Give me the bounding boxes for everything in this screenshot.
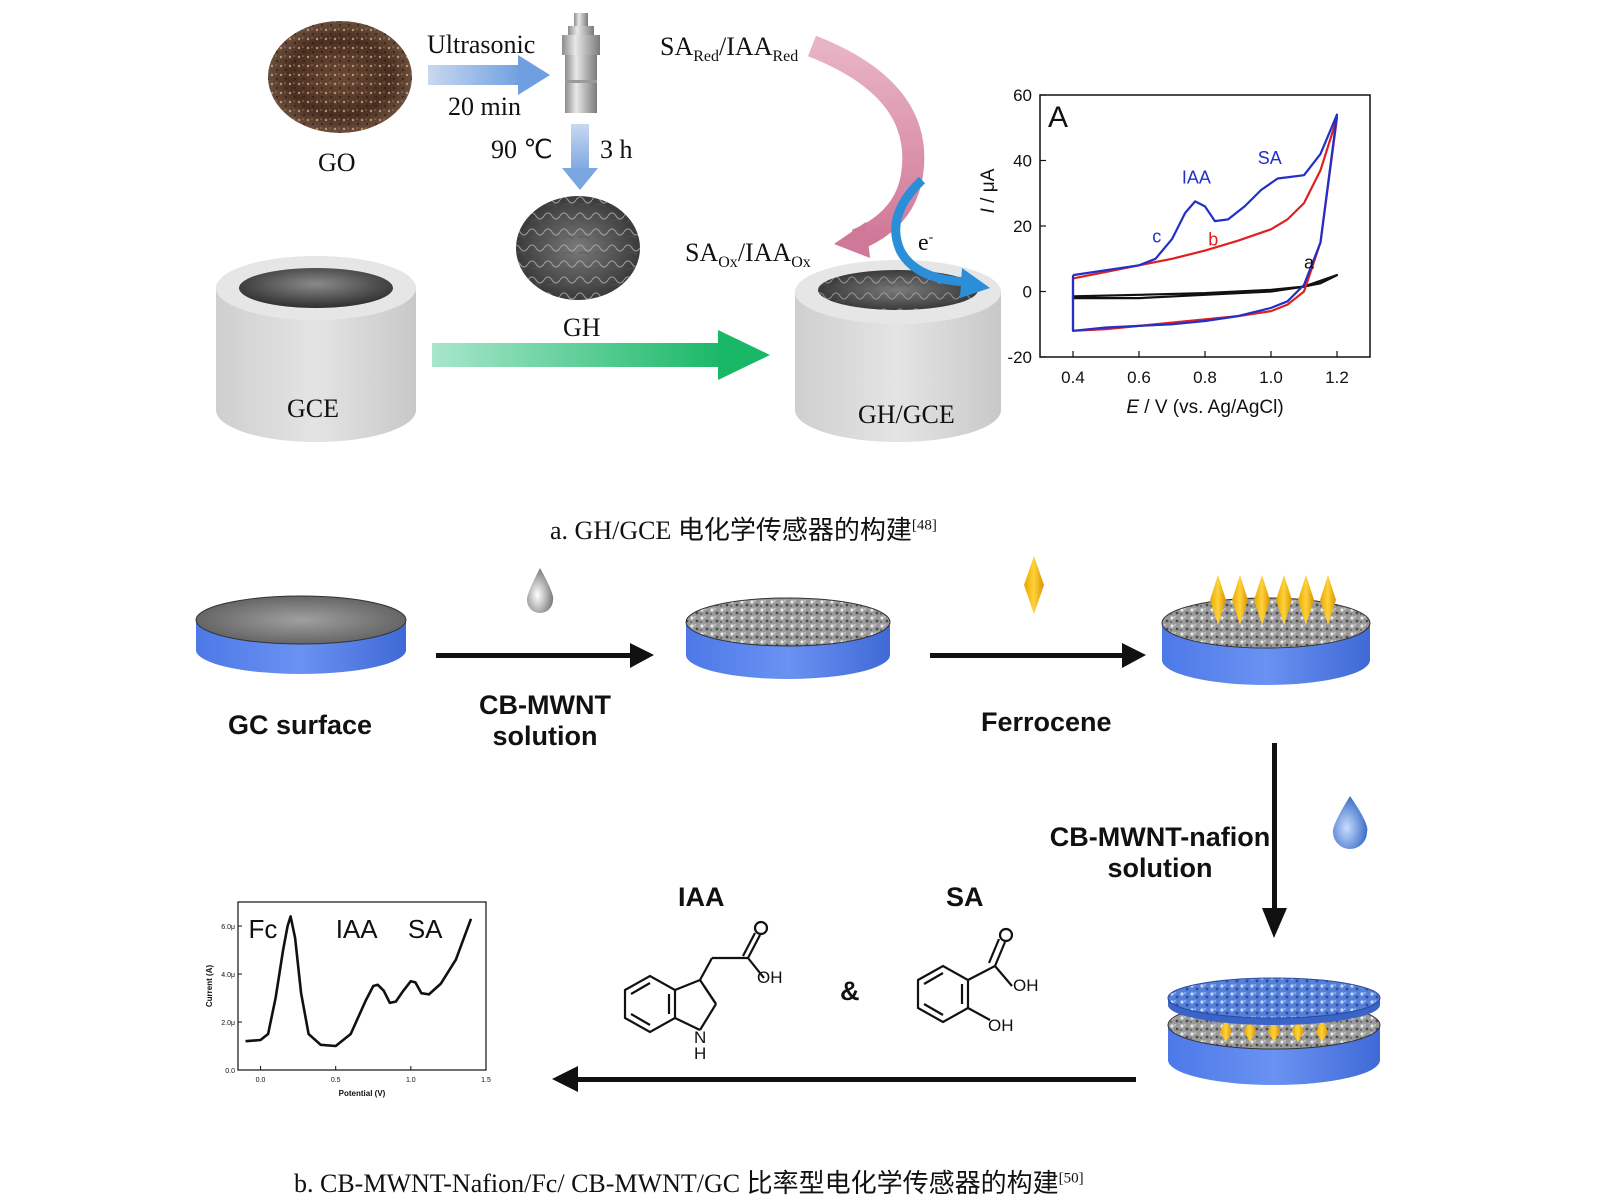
cbmwnt-coated-disc bbox=[685, 597, 891, 679]
reduced-species-label: SARed/IAARed bbox=[660, 32, 799, 66]
gce-electrode bbox=[216, 256, 416, 442]
sa-label: SA bbox=[946, 882, 984, 912]
cv-x-tick-label: 1.0 bbox=[1259, 368, 1283, 387]
cv-x-tick-label: 0.6 bbox=[1127, 368, 1151, 387]
dpv-x-tick-label: 1.0 bbox=[406, 1077, 416, 1084]
time-label: 20 min bbox=[448, 92, 521, 121]
duration-label: 3 h bbox=[600, 135, 633, 164]
dpv-iaa-annotation: IAA bbox=[336, 914, 379, 944]
cv-y-tick-label: -20 bbox=[1007, 348, 1032, 367]
dpv-y-axis-label: Current (A) bbox=[205, 965, 214, 1008]
nafion-drop-icon bbox=[1332, 796, 1368, 849]
temperature-label: 90 ℃ bbox=[491, 135, 553, 164]
dpv-x-tick-label: 0.5 bbox=[331, 1077, 341, 1084]
gh-label: GH bbox=[563, 313, 601, 342]
dpv-plot-frame bbox=[237, 901, 487, 1071]
gh-gce-label: GH/GCE bbox=[858, 400, 955, 429]
sa-carboxyl-oh-label: OH bbox=[1013, 976, 1039, 995]
autoclave-icon bbox=[562, 13, 600, 113]
cv-iaa-annotation: IAA bbox=[1182, 167, 1211, 187]
dpv-x-tick-label: 1.5 bbox=[481, 1077, 491, 1084]
cv-x-tick-label: 1.2 bbox=[1325, 368, 1349, 387]
go-label: GO bbox=[318, 148, 356, 177]
arrow-detection bbox=[552, 1066, 1136, 1092]
cv-series-label-c: c bbox=[1152, 226, 1161, 246]
cv-series-label-a: a bbox=[1304, 253, 1315, 273]
dpv-fc-annotation: Fc bbox=[249, 914, 278, 944]
dpv-y-tick-label: 6.0μ bbox=[221, 924, 235, 931]
sa-phenol-oh-label: OH bbox=[988, 1016, 1014, 1035]
arrow-cbmwnt bbox=[436, 643, 654, 668]
arrow-ferrocene bbox=[930, 643, 1146, 668]
gc-surface-label: GC surface bbox=[228, 710, 373, 740]
cv-x-tick-label: 0.4 bbox=[1061, 368, 1085, 387]
iaa-label: IAA bbox=[678, 882, 725, 912]
ultrasonic-arrow bbox=[428, 55, 550, 95]
modification-arrow bbox=[432, 330, 770, 380]
dpv-y-tick-label: 4.0μ bbox=[221, 972, 235, 979]
final-sensor-disc bbox=[1167, 977, 1381, 1085]
cv-x-axis-label: E / V (vs. Ag/AgCl) bbox=[1126, 397, 1283, 418]
cv-y-tick-label: 60 bbox=[1013, 86, 1032, 105]
ferrocene-label: Ferrocene bbox=[981, 707, 1112, 737]
dpv-sa-annotation: SA bbox=[408, 914, 443, 944]
gce-label: GCE bbox=[287, 394, 339, 423]
cv-series-label-b: b bbox=[1208, 230, 1218, 250]
cv-x-tick-label: 0.8 bbox=[1193, 368, 1217, 387]
dpv-x-axis-label: Potential (V) bbox=[339, 1089, 386, 1098]
ferrocene-icon bbox=[1024, 556, 1044, 614]
cv-plot-frame bbox=[1039, 94, 1371, 358]
cv-y-tick-label: 0 bbox=[1023, 283, 1032, 302]
oxidized-species-label: SAOx/IAAOx bbox=[685, 238, 811, 272]
cv-sa-annotation: SA bbox=[1258, 148, 1282, 168]
arrow-nafion bbox=[1262, 743, 1287, 938]
caption-a: a. GH/GCE 电化学传感器的构建[48] bbox=[550, 516, 937, 545]
electron-label: e- bbox=[918, 230, 934, 256]
cv-chart: 0.4 0.6 0.8 1.0 1.2 -20 0 20 40 60 E / V (vs. Ag/A… bbox=[978, 86, 1371, 418]
ampersand-label: & bbox=[840, 976, 860, 1006]
ultrasonic-label: Ultrasonic bbox=[427, 30, 536, 59]
iaa-oh-label: OH bbox=[757, 968, 783, 987]
cv-panel-letter: A bbox=[1048, 101, 1068, 134]
cv-y-axis-label: I / μA bbox=[978, 168, 999, 213]
cv-y-tick-label: 40 bbox=[1013, 152, 1032, 171]
dpv-y-tick-label: 2.0μ bbox=[221, 1020, 235, 1027]
hydrothermal-arrow bbox=[562, 124, 598, 190]
cv-series-a bbox=[1071, 274, 1339, 300]
cv-series-c bbox=[1071, 113, 1339, 332]
dpv-x-tick-label: 0.0 bbox=[256, 1077, 266, 1084]
gc-surface-disc bbox=[195, 595, 407, 674]
dpv-series-line bbox=[245, 915, 473, 1048]
cbmwnt-drop-icon bbox=[526, 568, 554, 613]
caption-b: b. CB-MWNT-Nafion/Fc/ CB-MWNT/GC 比率型电化学传… bbox=[294, 1169, 1084, 1198]
sa-structure bbox=[916, 927, 1014, 1024]
electron-transfer-arrow bbox=[891, 176, 990, 298]
iaa-structure bbox=[623, 920, 769, 1034]
fc-loaded-disc bbox=[1161, 575, 1371, 685]
dpv-y-tick-label: 0.0 bbox=[225, 1068, 235, 1075]
redox-arrow bbox=[807, 35, 925, 258]
cv-y-tick-label: 20 bbox=[1013, 217, 1032, 236]
